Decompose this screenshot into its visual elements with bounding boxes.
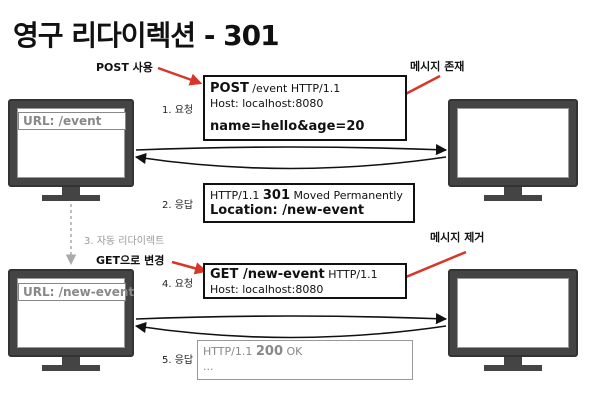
host-header: Host: localhost:8080 — [210, 283, 324, 296]
step-5-label: 5. 응답 — [162, 355, 194, 366]
step-3-label: 3. 자동 리다이렉트 — [84, 236, 165, 247]
request-message-2: GET /new-event HTTP/1.1 Host: localhost:… — [203, 263, 407, 299]
note-message-removed: 메시지 제거 — [430, 231, 485, 244]
monitor-neck — [504, 187, 522, 196]
page-title: 영구 리다이렉션 - 301 — [13, 19, 280, 52]
request-message-1: POST /event HTTP/1.1 Host: localhost:808… — [203, 75, 407, 141]
request-line: GET /new-event HTTP/1.1 — [210, 267, 378, 282]
response-arrow-2 — [134, 321, 447, 339]
request-arrow-2 — [135, 313, 448, 325]
response-message-1: HTTP/1.1 301 Moved Permanently Location:… — [203, 183, 415, 223]
monitor-base — [484, 195, 542, 201]
step-4-label: 4. 요청 — [162, 279, 194, 290]
monitor-neck — [62, 187, 80, 196]
note-get-change: GET으로 변경 — [96, 254, 165, 267]
url-bar-top: URL: /event — [18, 112, 126, 130]
http-method: POST — [210, 81, 249, 96]
response-message-2: HTTP/1.1 200 OK ... — [197, 340, 413, 380]
ellipsis: ... — [203, 360, 214, 373]
status-code: 200 — [255, 344, 283, 359]
request-target: /event HTTP/1.1 — [248, 82, 341, 95]
server-screen-bottom — [457, 278, 569, 348]
url-bar-bottom: URL: /new-event — [18, 283, 134, 301]
annot-arrow-post — [157, 66, 203, 86]
location-header: Location: /new-event — [210, 203, 365, 218]
host-header: Host: localhost:8080 — [210, 97, 324, 110]
monitor-base — [42, 195, 100, 201]
status-line: HTTP/1.1 200 OK — [203, 344, 303, 359]
annot-arrow-get — [171, 260, 208, 275]
server-monitor-bottom — [448, 269, 578, 357]
monitor-neck — [62, 357, 80, 366]
note-message-exists: 메시지 존재 — [410, 60, 465, 73]
note-post-use: POST 사용 — [96, 61, 153, 74]
response-arrow-1 — [134, 152, 447, 170]
http-method-path: GET /new-event — [210, 267, 325, 282]
server-monitor-top — [448, 99, 578, 187]
status-line: HTTP/1.1 301 Moved Permanently — [210, 188, 403, 203]
status-code: 301 — [262, 188, 290, 203]
message-body: name=hello&age=20 — [210, 119, 365, 134]
monitor-neck — [504, 357, 522, 366]
server-screen-top — [457, 108, 569, 178]
request-arrow-1 — [135, 144, 448, 156]
step-1-label: 1. 요청 — [162, 105, 194, 116]
request-line: POST /event HTTP/1.1 — [210, 81, 400, 96]
monitor-base — [42, 365, 100, 371]
monitor-base — [484, 365, 542, 371]
step-2-label: 2. 응답 — [162, 200, 194, 211]
